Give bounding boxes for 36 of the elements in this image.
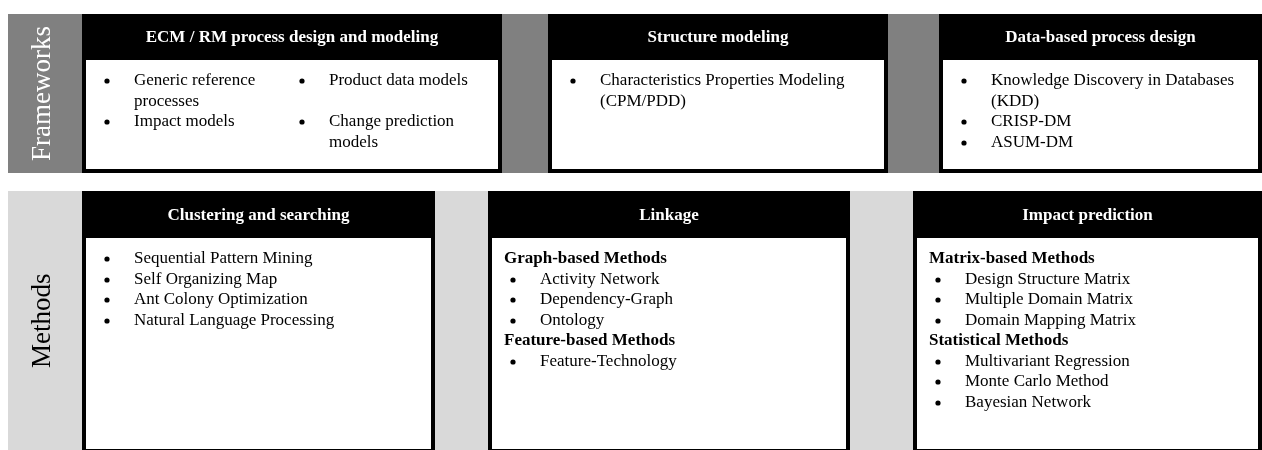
list-item: Activity Network [540, 268, 660, 288]
list-item: Monte Carlo Method [965, 371, 1109, 390]
list-item: CRISP-DM [991, 111, 1072, 130]
list-item: Multiple Domain Matrix [965, 289, 1134, 308]
category-band [8, 191, 1262, 450]
list-item: Dependency-Graph [540, 289, 674, 308]
list-item: Self Organizing Map [134, 268, 278, 288]
list-item: Ant Colony Optimization [134, 289, 308, 308]
list-item: Multivariant Regression [965, 350, 1130, 370]
category-box [913, 191, 1262, 450]
category-box [82, 14, 502, 173]
subheading: Matrix-based Methods [929, 248, 1096, 269]
subheading: Graph-based Methods [504, 248, 668, 269]
list-item: Characteristics Properties Modeling (CPM/PDD) [600, 70, 845, 110]
list-item: Sequential Pattern Mining [134, 248, 313, 267]
list-item: Feature-Technology [540, 350, 677, 370]
list-item: Bayesian Network [965, 391, 1092, 411]
list-item: Generic reference processes [134, 70, 256, 110]
list-item: Domain Mapping Matrix [965, 309, 1136, 329]
list-item: Natural Language Processing [134, 309, 335, 329]
category-box [488, 191, 850, 450]
list-item: Design Structure Matrix [965, 268, 1131, 288]
category-box [82, 191, 435, 450]
list-item: Change prediction models [329, 111, 455, 151]
list-item: Product data models [329, 70, 468, 89]
list-item: Knowledge Discovery in Databases (KDD) [991, 70, 1235, 110]
category-band [8, 14, 1262, 173]
subheading: Statistical Methods [929, 330, 1070, 351]
category-box [939, 14, 1262, 173]
list-item: Ontology [540, 309, 605, 329]
band-label: Methods [24, 272, 57, 370]
list-item: Impact models [134, 111, 235, 130]
band-label: Frameworks [24, 25, 57, 163]
list-item: ASUM-DM [991, 131, 1074, 151]
category-box [548, 14, 888, 173]
subheading: Feature-based Methods [504, 330, 677, 351]
